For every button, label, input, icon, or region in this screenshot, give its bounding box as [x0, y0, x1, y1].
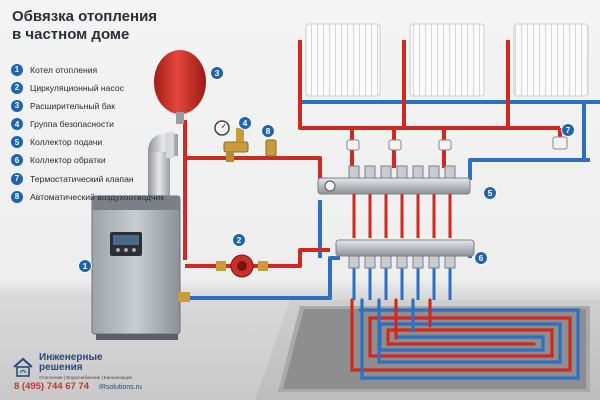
legend-number-badge: 8: [11, 190, 23, 203]
callout-pump: 2: [232, 233, 246, 247]
callout-supply-manifold: 5: [483, 186, 497, 200]
legend-item: 6 Коллектор обратки: [11, 153, 164, 168]
circulation-pump: [178, 254, 268, 302]
website-link[interactable]: IRsolutions.ru: [99, 384, 142, 391]
radiator-valves: [346, 136, 568, 151]
underfloor-heating-loops: [350, 298, 580, 380]
legend-number-badge: 1: [11, 63, 23, 76]
brand-tagline: Отопление | Водоснабжение | Канализация: [39, 375, 132, 380]
legend-item: 7 Термостатический клапан: [11, 171, 164, 186]
callout-return-manifold: 6: [474, 251, 488, 265]
legend-label: Расширительный бак: [30, 100, 115, 111]
air-vent: [265, 139, 277, 157]
radiator-3: [513, 23, 589, 97]
legend-label: Котел отопления: [30, 64, 98, 75]
boiler: [91, 195, 181, 340]
legend-number-badge: 5: [11, 136, 23, 149]
brand-text: Инженерные решения Отопление | Водоснабж…: [39, 352, 132, 381]
supply-manifold: [317, 165, 471, 238]
legend-number-badge: 3: [11, 99, 23, 112]
house-icon: [13, 357, 33, 377]
legend-item: 5 Коллектор подачи: [11, 135, 164, 150]
legend-item: 2 Циркуляционный насос: [11, 80, 164, 95]
page-title: Обвязка отопления в частном доме: [12, 8, 157, 44]
page-title-line-1: Обвязка отопления: [12, 8, 158, 25]
safety-group: [214, 120, 249, 162]
page-title-line-2: в частном доме: [12, 26, 130, 43]
callout-expansion-tank: 3: [210, 66, 224, 80]
radiator-1: [305, 23, 381, 97]
callout-thermostatic-valve: 7: [561, 123, 575, 137]
legend-label: Автоматический воздухоотводчик: [30, 191, 165, 202]
legend-number-badge: 2: [11, 81, 23, 94]
legend: 1 Котел отопления 2 Циркуляционный насос 3…: [11, 62, 164, 208]
legend-item: 3 Расширительный бак: [11, 98, 164, 113]
expansion-tank: [154, 50, 206, 124]
legend-number-badge: 4: [11, 118, 23, 131]
legend-label: Циркуляционный насос: [30, 82, 124, 93]
legend-number-badge: 6: [11, 154, 23, 167]
legend-item: 1 Котел отопления: [11, 62, 164, 77]
legend-label: Термостатический клапан: [30, 173, 134, 184]
brand-name-line-2: решения: [39, 362, 83, 373]
legend-label: Группа безопасности: [30, 119, 114, 130]
callout-safety-group: 4: [238, 116, 252, 130]
legend-number-badge: 7: [11, 172, 23, 185]
brand-name-line-1: Инженерные: [39, 352, 103, 363]
return-manifold: [335, 239, 475, 300]
legend-label: Коллектор обратки: [30, 155, 106, 166]
radiator-2: [409, 23, 485, 97]
phone-number[interactable]: 8 (495) 744 67 74: [14, 381, 90, 392]
legend-label: Коллектор подачи: [30, 137, 103, 148]
callout-air-vent: 8: [261, 124, 275, 138]
legend-item: 4 Группа безопасности: [11, 117, 164, 132]
callout-boiler: 1: [78, 259, 92, 273]
legend-item: 8 Автоматический воздухоотводчик: [11, 189, 164, 204]
brand-logo: Инженерные решения Отопление | Водоснабж…: [12, 353, 132, 380]
contacts: 8 (495) 744 67 74 IRsolutions.ru: [14, 381, 142, 392]
